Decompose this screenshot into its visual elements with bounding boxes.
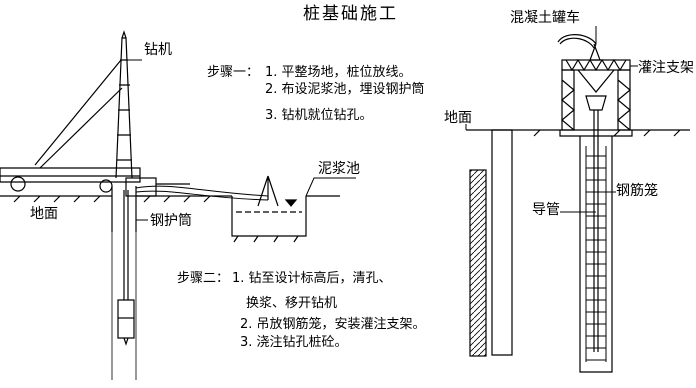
step1-item-3: 3. 钻机就位钻孔。: [265, 108, 373, 123]
leader-lines: [127, 26, 638, 221]
label-drill-rig: 钻机: [144, 42, 172, 58]
step2-item-3: 3. 浇注钻孔桩砼。: [240, 335, 348, 350]
mud-pipe: [135, 185, 269, 201]
steel-casing: [111, 186, 137, 380]
label-ground-right: 地面: [444, 110, 472, 126]
step2-item-2: 2. 吊放钢筋笼，安装灌注支架。: [240, 317, 426, 332]
pouring-frame: [561, 58, 631, 131]
ground-line-right: [466, 129, 690, 137]
label-pouring-frame: 灌注支架: [638, 60, 694, 76]
label-ground-left: 地面: [30, 206, 58, 222]
label-mixer-truck: 混凝土罐车: [510, 10, 580, 26]
label-rebar-cage: 钢筋笼: [616, 183, 658, 199]
step2-item-1b: 换浆、移开钻机: [246, 296, 338, 311]
label-tremie-pipe: 导管: [532, 202, 560, 218]
label-steel-casing: 钢护筒: [150, 213, 192, 229]
rebar-cage: [585, 146, 607, 362]
step2-heading: 步骤二：: [177, 271, 230, 286]
bore-hole: [579, 136, 613, 373]
step1-heading: 步骤一：: [207, 65, 260, 80]
mud-pit: [231, 175, 340, 243]
label-mud-pit: 泥浆池: [318, 161, 360, 177]
ground-line-left: [0, 195, 232, 203]
drill-rig: [0, 30, 190, 346]
step2-item-1: 1. 钻至设计标高后，清孔、: [232, 271, 392, 286]
excavation-wall: [469, 129, 513, 357]
tremie-pipe: [593, 110, 599, 352]
concrete-mixer-truck: [557, 34, 601, 61]
step1-item-2: 2. 布设泥浆池，埋设钢护筒: [265, 82, 425, 97]
diagram-title: 桩基础施工: [303, 4, 398, 24]
step1-item-1: 1. 平整场地，桩位放线。: [265, 65, 412, 80]
